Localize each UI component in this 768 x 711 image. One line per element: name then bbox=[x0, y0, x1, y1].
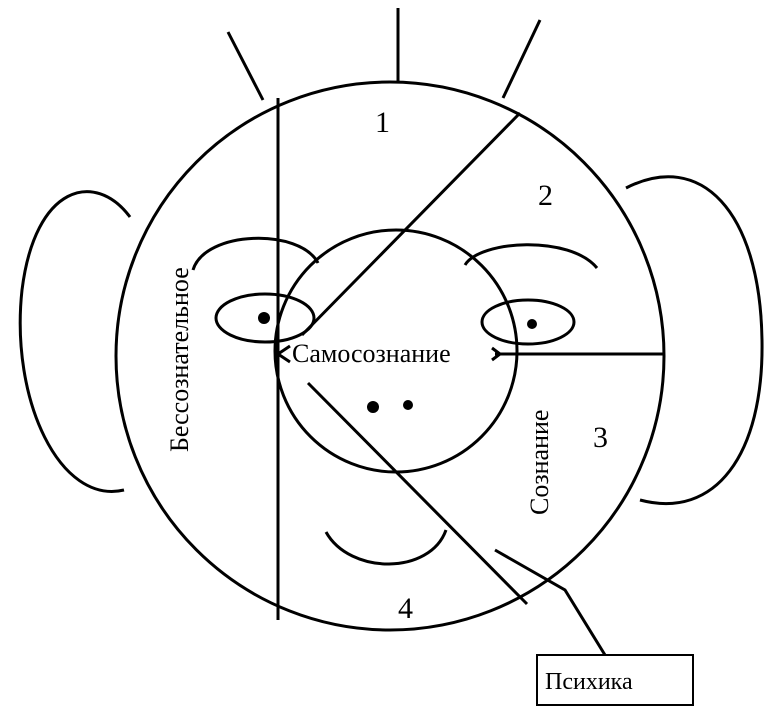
left-pupil bbox=[258, 312, 270, 324]
right-eyebrow bbox=[465, 245, 597, 268]
right-pupil bbox=[527, 319, 537, 329]
hair-left bbox=[228, 32, 263, 100]
consciousness-label: Сознание bbox=[525, 410, 554, 515]
psyche-label: Психика bbox=[545, 669, 633, 695]
sector-3-label: 3 bbox=[593, 421, 608, 454]
self-awareness-arrow-left bbox=[278, 346, 290, 362]
mouth bbox=[326, 530, 446, 564]
left-eyebrow bbox=[193, 238, 318, 270]
left-ear bbox=[20, 192, 130, 492]
sector-3-4-divider bbox=[308, 383, 527, 604]
sector-1-2-divider bbox=[302, 113, 520, 335]
sector-1-label: 1 bbox=[375, 106, 390, 139]
self-awareness-label: Самосознание bbox=[292, 339, 451, 368]
nose-right bbox=[403, 400, 413, 410]
hair-right bbox=[503, 20, 540, 98]
sector-2-label: 2 bbox=[538, 179, 553, 212]
unconscious-label: Бессознательное bbox=[165, 267, 194, 452]
nose-left bbox=[367, 401, 379, 413]
sector-4-label: 4 bbox=[398, 592, 413, 625]
